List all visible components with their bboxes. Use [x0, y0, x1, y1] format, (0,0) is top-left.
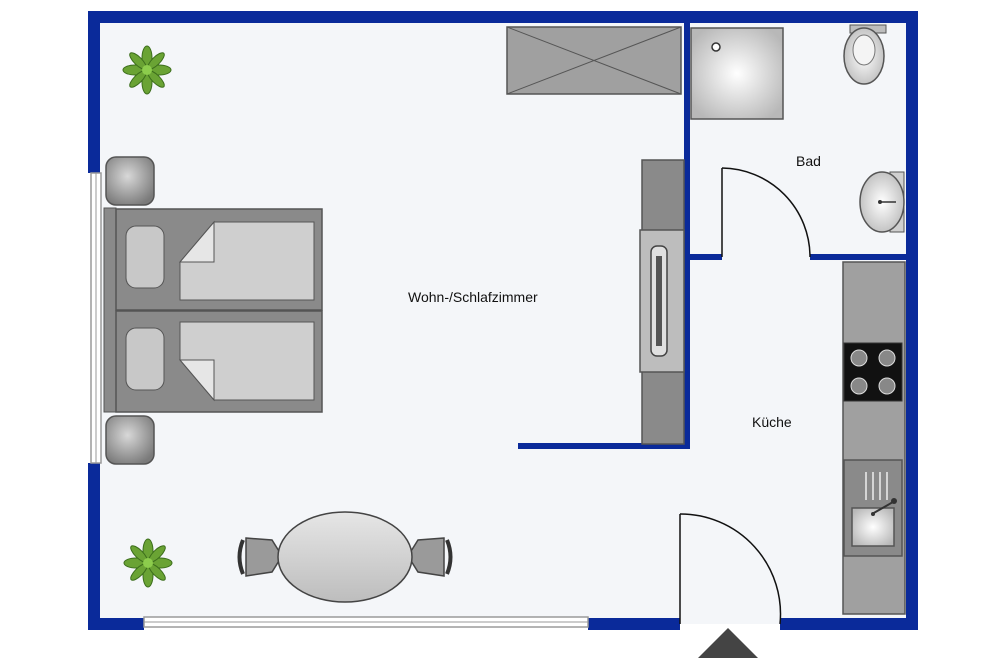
room-label-bath: Bad [796, 153, 821, 169]
nightstand-bottom [105, 415, 155, 465]
kitchen-counter [842, 261, 906, 615]
entrance-door [679, 513, 782, 625]
sink-icon [859, 171, 905, 233]
plant-icon [122, 45, 172, 95]
window-bottom [143, 616, 589, 628]
chair-right [407, 537, 453, 577]
toilet-icon [843, 24, 887, 85]
entrance-arrow-icon [698, 628, 758, 658]
dining-table-icon [237, 511, 453, 603]
room-label-living: Wohn-/Schlafzimmer [408, 289, 538, 305]
room-label-kitchen: Küche [752, 414, 792, 430]
stove-icon [843, 342, 903, 402]
bath-door [721, 167, 811, 258]
interior-walls [518, 23, 906, 449]
kitchen-sink-icon [843, 459, 903, 557]
outer-walls [88, 11, 918, 630]
nightstand-top [105, 156, 155, 206]
shower-icon [690, 27, 784, 120]
bed-icon [103, 207, 323, 413]
window-left [90, 172, 102, 464]
tv-icon [639, 159, 685, 445]
chair-left [237, 537, 283, 577]
wardrobe-icon [506, 26, 682, 95]
plant-icon [123, 538, 173, 588]
